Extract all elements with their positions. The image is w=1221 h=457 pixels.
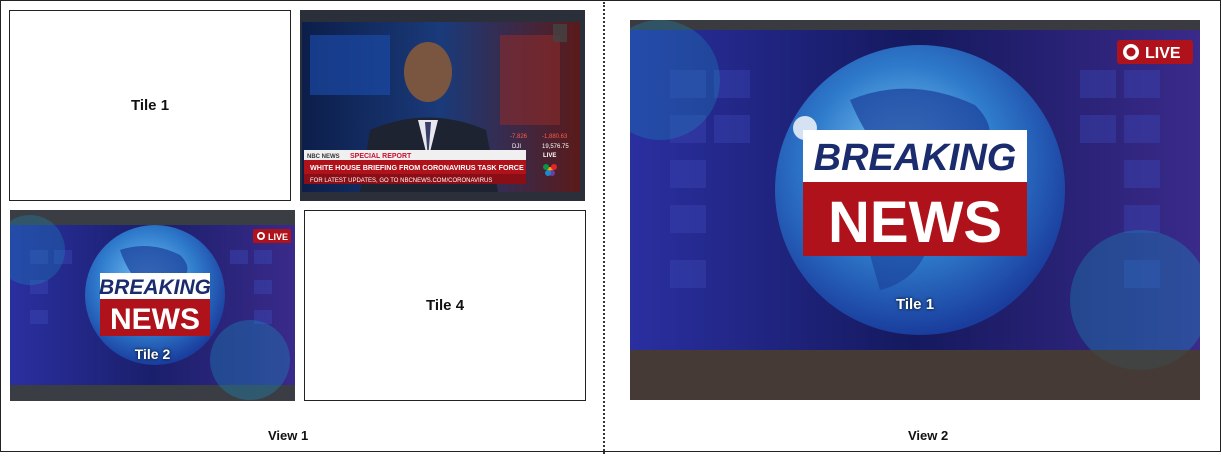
breaking-news-image-large: BREAKING NEWS LIVE bbox=[630, 20, 1200, 400]
live-text: LIVE bbox=[1145, 45, 1181, 62]
tile-label: Tile 1 bbox=[895, 296, 935, 313]
tile-label: Tile 2 bbox=[134, 346, 171, 362]
peacock-icon bbox=[543, 164, 557, 176]
newscast-image: NBC NEWS SPECIAL REPORT WHITE HOUSE BRIE… bbox=[300, 10, 585, 201]
breaking-news-image-small: BREAKING NEWS LIVE bbox=[10, 210, 295, 401]
view1-tile-2: BREAKING NEWS LIVE Tile 2 bbox=[10, 210, 295, 401]
live-text: LIVE bbox=[268, 232, 288, 242]
ticker-a: -7.826 bbox=[510, 134, 528, 140]
view2-label: View 2 bbox=[908, 428, 949, 443]
tile-label: Tile 1 bbox=[130, 97, 170, 114]
ticker-dji-label: DJI bbox=[512, 144, 521, 150]
view2-tile-1: BREAKING NEWS LIVE Tile 1 bbox=[630, 20, 1200, 400]
view1-tile-1: Tile 1 bbox=[9, 10, 291, 201]
network-text: NBC NEWS bbox=[307, 154, 340, 160]
news-text: NEWS bbox=[828, 190, 1002, 255]
view1-label: View 1 bbox=[268, 428, 309, 443]
network-badge-icon bbox=[553, 24, 567, 42]
subline-text: FOR LATEST UPDATES, GO TO NBCNEWS.COM/CO… bbox=[310, 178, 492, 184]
view-divider bbox=[603, 2, 605, 454]
news-text: NEWS bbox=[110, 303, 200, 336]
ticker-dji: 19,576.75 bbox=[542, 144, 569, 150]
special-report-text: SPECIAL REPORT bbox=[350, 153, 412, 160]
ticker-b: -1,880.63 bbox=[542, 134, 568, 140]
breaking-text: BREAKING bbox=[99, 276, 211, 299]
headline-text: WHITE HOUSE BRIEFING FROM CORONAVIRUS TA… bbox=[310, 163, 524, 172]
tile-label: Tile 4 bbox=[425, 297, 465, 314]
breaking-text: BREAKING bbox=[814, 137, 1017, 179]
view1-tile-4: Tile 4 bbox=[304, 210, 586, 401]
newscast-live-text: LIVE bbox=[543, 153, 556, 159]
view1-tile-3-newscast: NBC NEWS SPECIAL REPORT WHITE HOUSE BRIE… bbox=[300, 10, 585, 201]
